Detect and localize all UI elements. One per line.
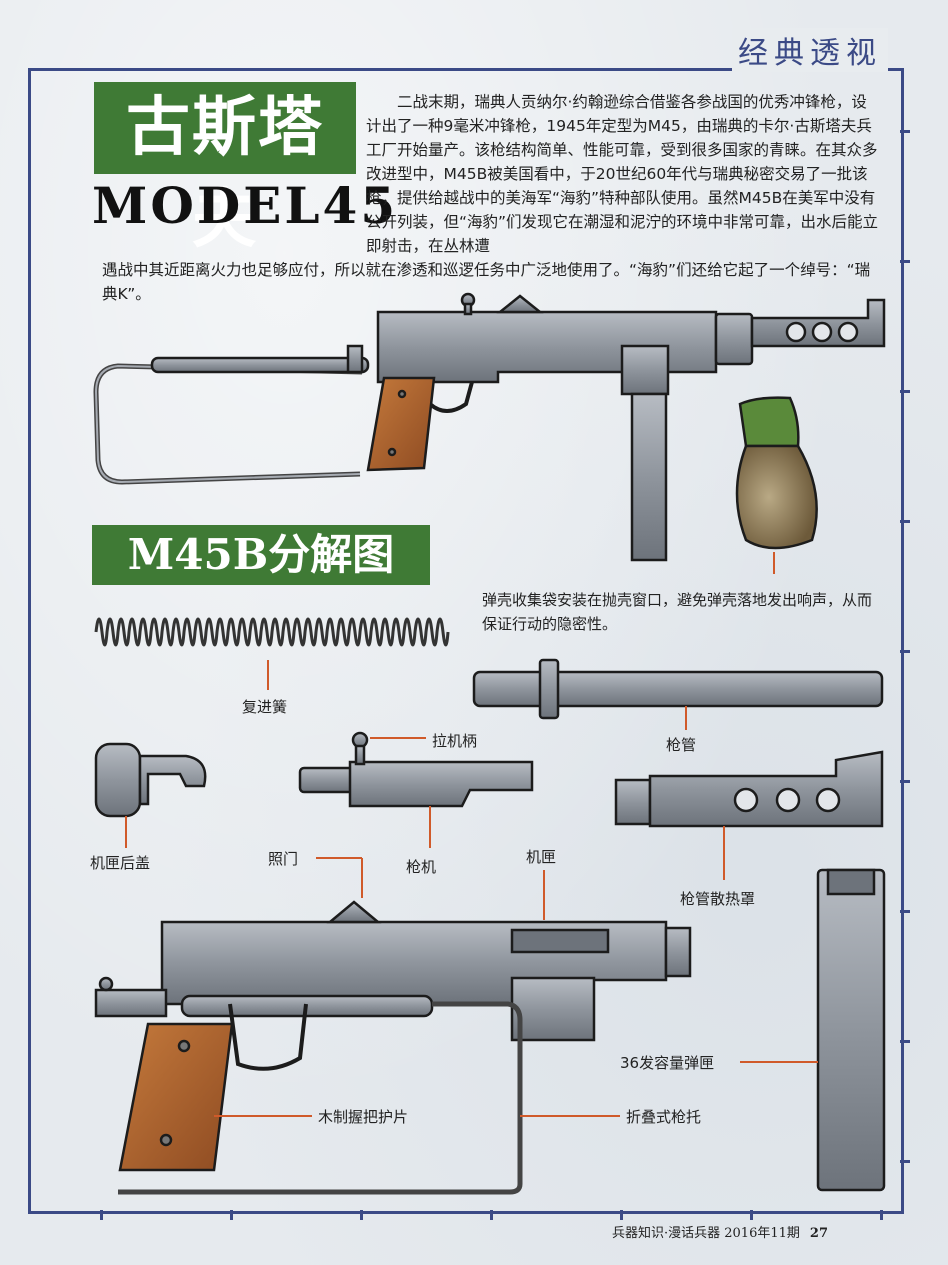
shroud-part: [614, 750, 884, 880]
frame-tick-right: [900, 1040, 910, 1043]
frame-tick-bottom: [620, 1210, 623, 1220]
frame-tick-bottom: [100, 1210, 103, 1220]
recoil-spring: [94, 617, 450, 690]
pouch-note: 弹壳收集袋安装在抛壳窗口，避免弹壳落地发出响声，从而保证行动的隐密性。: [482, 591, 873, 633]
bolt-part: [298, 731, 534, 848]
label-folding-stock: 折叠式枪托: [626, 1108, 702, 1126]
magazine-part: [740, 868, 886, 1192]
frame-tick-right: [900, 1160, 910, 1163]
frame-tick-bottom: [750, 1210, 753, 1220]
label-shroud: 枪管散热罩: [680, 890, 756, 908]
page-number: 27: [809, 1226, 828, 1241]
page-frame: [28, 68, 904, 1214]
assembled-gun: [93, 292, 886, 562]
shell-bag: [735, 396, 818, 574]
frame-tick-right: [900, 260, 910, 263]
label-barrel: 枪管: [666, 736, 697, 754]
barrel-part: [472, 658, 884, 730]
end-cap-part: [94, 742, 207, 848]
label-bolt: 枪机: [406, 858, 437, 876]
receiver-assembly: [94, 857, 692, 1195]
exploded-view-title: M45B分解图: [92, 525, 430, 585]
frame-tick-bottom: [360, 1210, 363, 1220]
label-receiver: 机匣: [526, 848, 557, 866]
page-footer: 兵器知识·漫话兵器 2016年11期 27: [612, 1222, 828, 1241]
intro-paragraph-part2: 遇战中其近距离火力也足够应付，所以就在渗透和巡逻任务中广泛地使用了。“海豹”们还…: [102, 261, 871, 303]
frame-tick-right: [900, 780, 910, 783]
label-recoil-spring: 复进簧: [242, 698, 288, 716]
label-magazine: 36发容量弹匣: [620, 1054, 715, 1072]
section-tag: 经典透视: [732, 28, 888, 72]
model-subtitle: MODEL45: [92, 176, 399, 235]
frame-tick-right: [900, 520, 910, 523]
frame-tick-right: [900, 130, 910, 133]
intro-paragraph-part1: 二战末期，瑞典人贡纳尔·约翰逊综合借鉴各参战国的优秀冲锋枪，设计出了一种9毫米冲…: [366, 93, 879, 255]
label-charging-handle: 拉机柄: [432, 732, 478, 750]
label-wood-grips: 木制握把护片: [318, 1108, 409, 1126]
frame-tick-bottom: [490, 1210, 493, 1220]
frame-tick-right: [900, 910, 910, 913]
label-rear-sight: 照门: [268, 850, 299, 868]
frame-tick-right: [900, 650, 910, 653]
frame-tick-bottom: [230, 1210, 233, 1220]
footer-magazine: 兵器知识·漫话兵器 2016年11期: [612, 1226, 800, 1241]
label-end-cap: 机匣后盖: [90, 854, 151, 872]
frame-tick-right: [900, 390, 910, 393]
page-title: 古斯塔夫: [94, 82, 356, 257]
frame-tick-bottom: [880, 1210, 883, 1220]
